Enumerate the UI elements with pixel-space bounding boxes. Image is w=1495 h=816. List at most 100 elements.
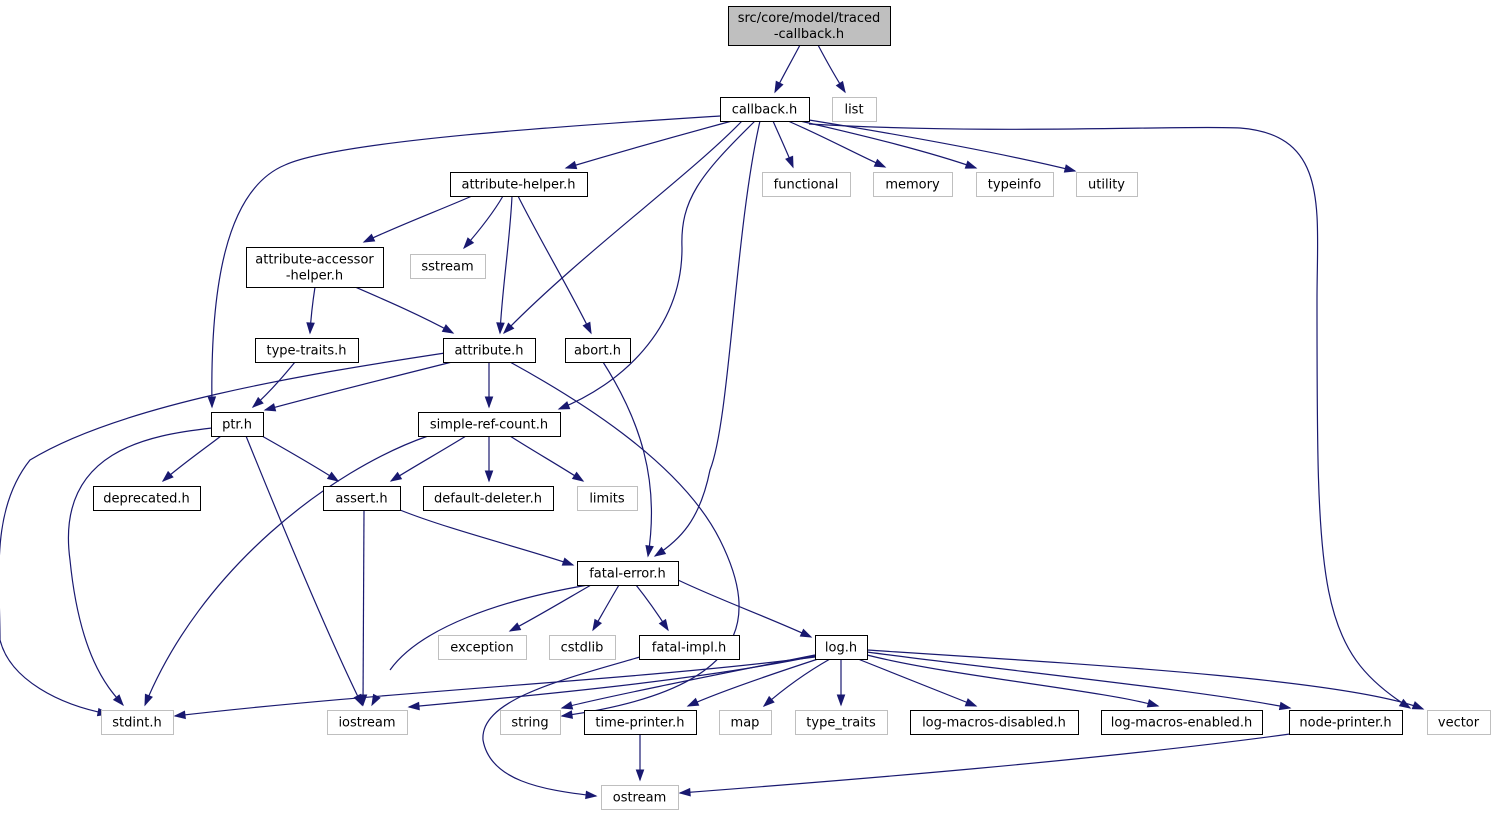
node-box: [101, 710, 174, 735]
node-attribute[interactable]: attribute.h: [443, 338, 536, 363]
edge-line: [677, 579, 812, 638]
arrowhead: [564, 160, 578, 170]
node-attribute-accessor-helper[interactable]: attribute-accessor-helper.h: [246, 247, 384, 288]
node-box: [639, 635, 740, 660]
node-label: -helper.h: [286, 269, 343, 284]
edge-ptr-to-assert: [261, 435, 340, 482]
node-box: [423, 486, 554, 511]
node-label: stdint.h: [112, 716, 161, 731]
node-label: functional: [774, 178, 839, 193]
edge-line: [565, 120, 733, 169]
edge-line: [211, 115, 721, 408]
edge-attribute_helper-to-sstream: [463, 195, 504, 250]
arrowhead: [571, 471, 585, 482]
node-ostream: ostream: [601, 785, 679, 810]
edge-attribute-to-string: [509, 361, 740, 719]
node-box: [211, 412, 264, 437]
arrowhead: [645, 544, 654, 558]
arrowhead: [762, 695, 775, 707]
edge-line: [679, 733, 1291, 794]
arrowhead: [836, 694, 846, 707]
node-typeinfo: typeinfo: [976, 172, 1054, 197]
node-callback[interactable]: callback.h: [720, 97, 810, 122]
edge-line: [808, 123, 1411, 709]
edge-line: [390, 435, 467, 482]
node-attribute-helper[interactable]: attribute-helper.h: [450, 172, 588, 197]
edge-line: [799, 120, 977, 169]
arrowhead: [964, 698, 978, 707]
node-label: memory: [885, 178, 940, 193]
node-box: [1289, 710, 1403, 735]
arrowhead: [306, 322, 315, 335]
node-string: string: [500, 710, 561, 735]
node-box: [323, 486, 401, 511]
edge-log-to-log_macros_disabled: [857, 658, 978, 707]
node-iostream: iostream: [327, 710, 408, 735]
node-box: [728, 6, 891, 46]
edge-attribute_helper-to-attribute_accessor_helper: [362, 195, 473, 243]
edge-node_printer-to-ostream: [678, 733, 1291, 797]
node-box: [795, 710, 888, 735]
arrowhead: [835, 80, 846, 94]
node-fatal-impl[interactable]: fatal-impl.h: [639, 635, 740, 660]
node-assert[interactable]: assert.h: [323, 486, 401, 511]
node-time-printer[interactable]: time-printer.h: [584, 710, 697, 735]
node-log-macros-enabled[interactable]: log-macros-enabled.h: [1101, 710, 1263, 735]
edge-time_printer-to-ostream: [635, 733, 645, 782]
edge-callback-to-ptr: [207, 115, 721, 409]
node-label: vector: [1438, 716, 1480, 731]
arrowhead: [389, 471, 403, 482]
node-root[interactable]: src/core/model/traced-callback.h: [728, 6, 891, 46]
edge-line: [517, 195, 592, 334]
arrowhead: [161, 470, 174, 482]
node-box: [1101, 710, 1263, 735]
edge-log-to-node_printer: [866, 651, 1292, 711]
arrowhead: [678, 787, 691, 797]
edge-log-to-map: [762, 658, 831, 707]
node-label: ostream: [613, 791, 667, 806]
node-label: type_traits: [806, 716, 876, 731]
node-simple-ref-count[interactable]: simple-ref-count.h: [418, 412, 561, 437]
node-box: [438, 635, 527, 660]
arrowhead: [799, 628, 813, 638]
node-sstream: sstream: [410, 254, 486, 279]
edge-line: [602, 361, 653, 557]
edge-line: [787, 120, 886, 168]
edge-line: [499, 195, 513, 334]
arrowhead: [560, 701, 574, 710]
node-fatal-error[interactable]: fatal-error.h: [577, 561, 679, 586]
edge-fatal_error-to-cstdlib: [592, 584, 620, 632]
node-label: string: [511, 716, 548, 731]
node-log-macros-disabled[interactable]: log-macros-disabled.h: [910, 710, 1079, 735]
node-log[interactable]: log.h: [815, 635, 868, 660]
arrowhead: [326, 471, 340, 482]
node-label: exception: [450, 641, 514, 656]
edge-line: [0, 352, 446, 715]
arrowhead: [774, 80, 784, 94]
node-label: iostream: [338, 716, 395, 731]
edge-line: [866, 649, 1424, 710]
edge-line: [866, 651, 1291, 709]
node-label: simple-ref-count.h: [430, 418, 548, 433]
edge-line: [399, 509, 574, 566]
node-default-deleter[interactable]: default-deleter.h: [423, 486, 554, 511]
edge-root-to-list: [817, 44, 846, 94]
node-label: log.h: [825, 641, 857, 656]
node-deprecated[interactable]: deprecated.h: [93, 486, 201, 511]
node-exception: exception: [438, 635, 527, 660]
node-label: type-traits.h: [267, 344, 347, 359]
node-ptr[interactable]: ptr.h: [211, 412, 264, 437]
edge-log-to-stdint: [173, 656, 816, 720]
arrowhead: [582, 321, 592, 335]
node-box: [418, 412, 561, 437]
edge-line: [261, 435, 339, 482]
node-label: list: [844, 103, 863, 118]
edge-line: [654, 120, 761, 557]
node-label: node-printer.h: [1299, 716, 1391, 731]
node-type-traits-h[interactable]: type-traits.h: [255, 338, 359, 363]
arrowhead: [508, 622, 522, 632]
node-node-printer[interactable]: node-printer.h: [1289, 710, 1403, 735]
edge-simple_ref_count-to-stdint: [144, 435, 429, 707]
node-abort[interactable]: abort.h: [565, 338, 631, 363]
arrowhead: [144, 693, 153, 707]
